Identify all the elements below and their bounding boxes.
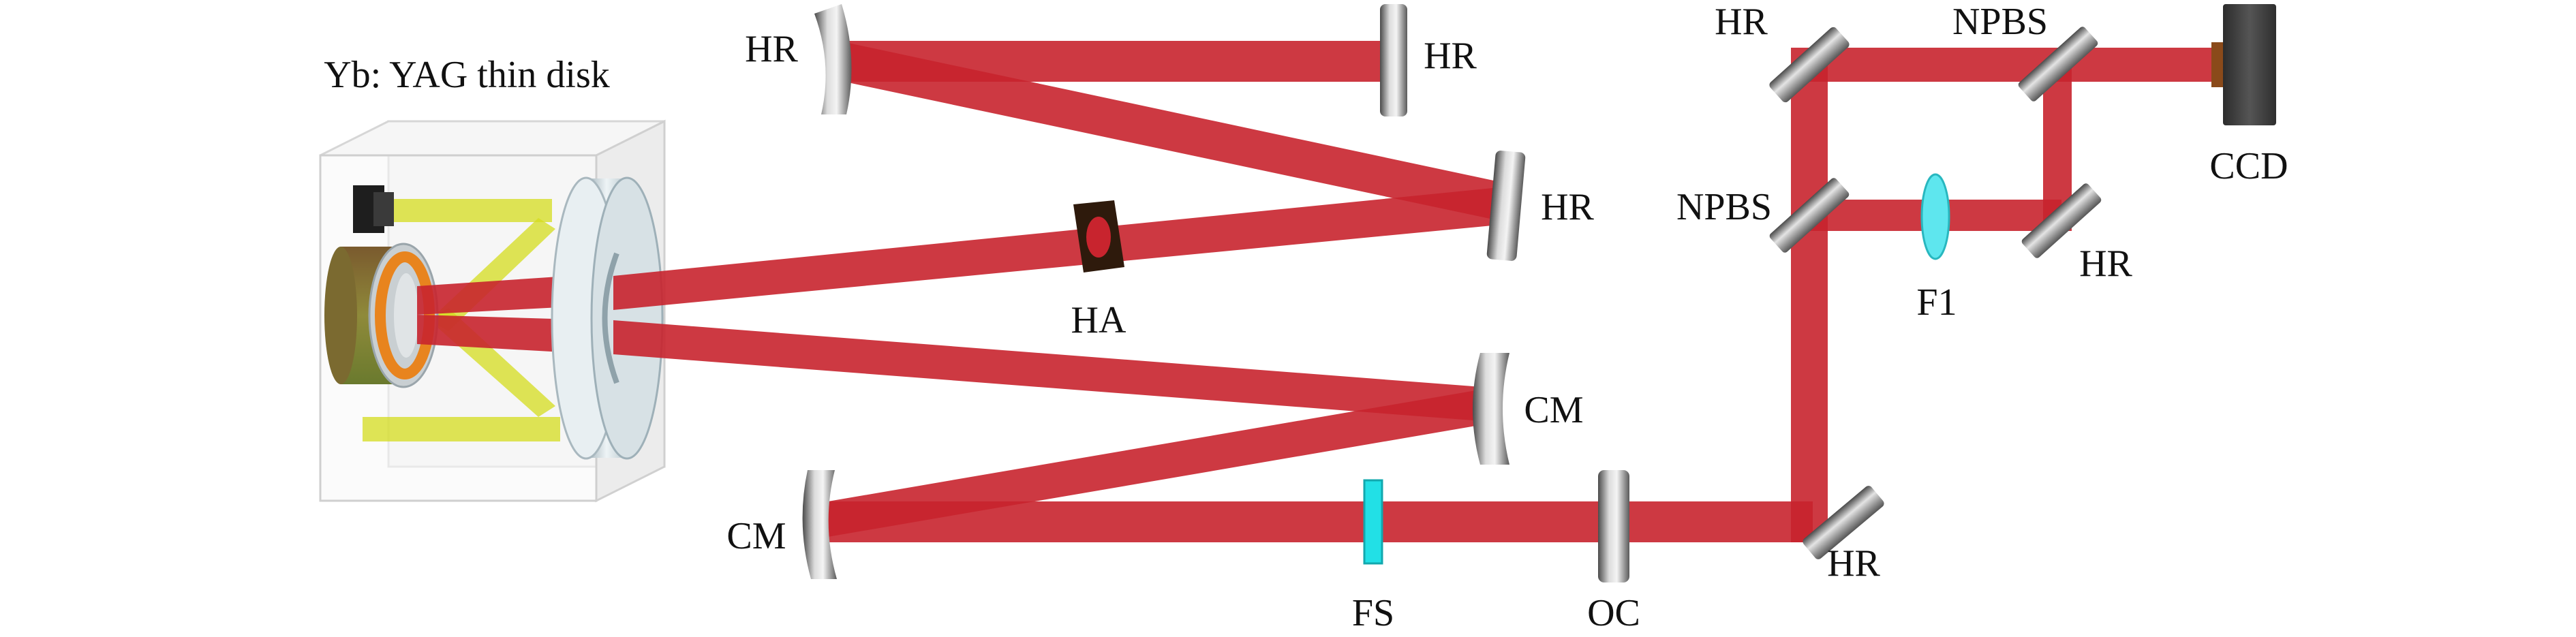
ccd-label: CCD bbox=[2209, 145, 2288, 187]
ccd-body bbox=[2223, 4, 2276, 125]
thin-disk-module: Yb: YAG thin disk bbox=[319, 54, 666, 503]
ha-label: HA bbox=[1071, 299, 1126, 341]
hard-aperture-hole bbox=[1086, 217, 1111, 258]
hr-top-corner-label: HR bbox=[1715, 1, 1768, 43]
fs-element: FS bbox=[1352, 479, 1394, 634]
npbs-left-label: NPBS bbox=[1676, 186, 1772, 228]
ccd-camera: CCD bbox=[2209, 4, 2288, 187]
hr-mid-body bbox=[1486, 151, 1526, 261]
beam-top-horizontal bbox=[845, 41, 1383, 82]
beam-vertical-output bbox=[1791, 64, 1828, 542]
beam-disk-to-cm-right bbox=[613, 320, 1499, 422]
oc-body bbox=[1598, 470, 1629, 582]
hr-top-right-body bbox=[1380, 4, 1407, 116]
beam-cm-right-to-cm-left bbox=[828, 387, 1496, 537]
cm-mirror-left: CM bbox=[726, 470, 837, 579]
f1-label: F1 bbox=[1916, 281, 1957, 324]
hr-mirror-top-corner: HR bbox=[1715, 1, 1850, 103]
heatsink-drum-left bbox=[324, 247, 357, 384]
npbs-top-body bbox=[2018, 27, 2098, 102]
heatsink-center bbox=[394, 273, 418, 358]
cm-right-body bbox=[1473, 353, 1509, 465]
hr-bottom-right-body bbox=[1803, 486, 1884, 559]
hr-mirror-bottom-right: HR bbox=[1803, 486, 1884, 585]
pump-source-cap bbox=[373, 192, 394, 226]
detection-beams bbox=[1791, 48, 2227, 542]
hr-mirror-small-right: HR bbox=[2021, 183, 2133, 285]
hr-top-left-body bbox=[814, 4, 852, 114]
hr-top-left-label: HR bbox=[745, 28, 798, 70]
fs-body bbox=[1363, 479, 1383, 565]
npbs-left: NPBS bbox=[1676, 178, 1850, 253]
hr-small-right-label: HR bbox=[2079, 243, 2132, 285]
beam-disk-to-hr-mid bbox=[613, 187, 1499, 310]
hard-aperture: HA bbox=[1071, 200, 1126, 341]
cm-right-label: CM bbox=[1524, 389, 1583, 431]
beam-bottom-horizontal bbox=[825, 501, 1813, 542]
hr-bottom-right-label: HR bbox=[1827, 542, 1880, 585]
oc-mirror: OC bbox=[1587, 470, 1640, 634]
hr-top-right-label: HR bbox=[1424, 35, 1477, 77]
cm-mirror-right: CM bbox=[1473, 353, 1584, 465]
npbs-top: NPBS bbox=[1952, 1, 2098, 102]
f1-lens: F1 bbox=[1916, 173, 1957, 324]
beam-top-to-ccd bbox=[1791, 48, 2227, 82]
pump-beam-top bbox=[382, 199, 552, 222]
cm-left-label: CM bbox=[726, 515, 786, 557]
hr-mirror-mid: HR bbox=[1486, 151, 1595, 261]
hr-top-corner-body bbox=[1769, 27, 1850, 103]
cm-left-body bbox=[802, 470, 837, 579]
oc-label: OC bbox=[1587, 592, 1640, 634]
cavity-beams bbox=[613, 41, 1813, 542]
ccd-front-plate bbox=[2211, 42, 2225, 87]
thin-disk-label: Yb: YAG thin disk bbox=[324, 54, 610, 96]
npbs-left-body bbox=[1769, 178, 1850, 253]
fs-label: FS bbox=[1352, 592, 1394, 634]
beam-hr-mid-to-hr-top-left bbox=[838, 42, 1509, 222]
f1-lens-body bbox=[1920, 173, 1950, 260]
hr-mid-label: HR bbox=[1541, 186, 1594, 228]
pump-beam-bottom bbox=[363, 417, 560, 441]
parabolic-disk-rim bbox=[590, 176, 664, 460]
hr-small-right-body bbox=[2021, 183, 2102, 258]
hr-mirror-top-left: HR bbox=[745, 4, 852, 114]
hr-mirror-top-right: HR bbox=[1380, 4, 1477, 116]
npbs-top-label: NPBS bbox=[1952, 1, 2048, 43]
parabolic-disk-hole bbox=[602, 252, 619, 384]
